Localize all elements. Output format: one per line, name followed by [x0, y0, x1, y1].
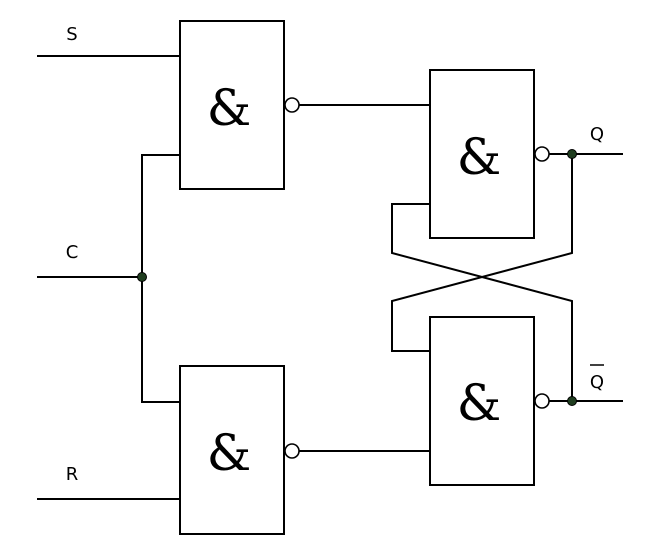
label-q: Q — [590, 124, 604, 145]
and-symbol: & — [457, 374, 502, 432]
inversion-bubble-icon — [534, 393, 550, 409]
label-q-bar: Q — [590, 372, 604, 393]
gate-nand-q: & — [429, 69, 550, 239]
gate-nand-s: & — [179, 20, 300, 190]
label-s: S — [66, 24, 77, 45]
junction-dot-q-bar — [567, 396, 577, 406]
and-symbol: & — [207, 424, 252, 482]
gate-nand-qbar: & — [429, 316, 550, 486]
wire-feedback-q — [391, 153, 573, 352]
label-r: R — [66, 464, 79, 485]
and-symbol: & — [207, 79, 252, 137]
inversion-bubble-icon — [284, 443, 300, 459]
and-symbol: & — [457, 128, 502, 186]
gate-body — [179, 365, 285, 535]
junction-dot-q — [567, 149, 577, 159]
wire-feedback-q-bar — [391, 203, 573, 402]
label-c: C — [66, 242, 79, 263]
inversion-bubble-icon — [284, 97, 300, 113]
wire-clock-bus — [141, 154, 181, 403]
inversion-bubble-icon — [534, 146, 550, 162]
gate-body — [179, 20, 285, 190]
gate-nand-r: & — [179, 365, 300, 535]
junction-dot-clock — [137, 272, 147, 282]
gate-body — [429, 69, 535, 239]
gate-body — [429, 316, 535, 486]
